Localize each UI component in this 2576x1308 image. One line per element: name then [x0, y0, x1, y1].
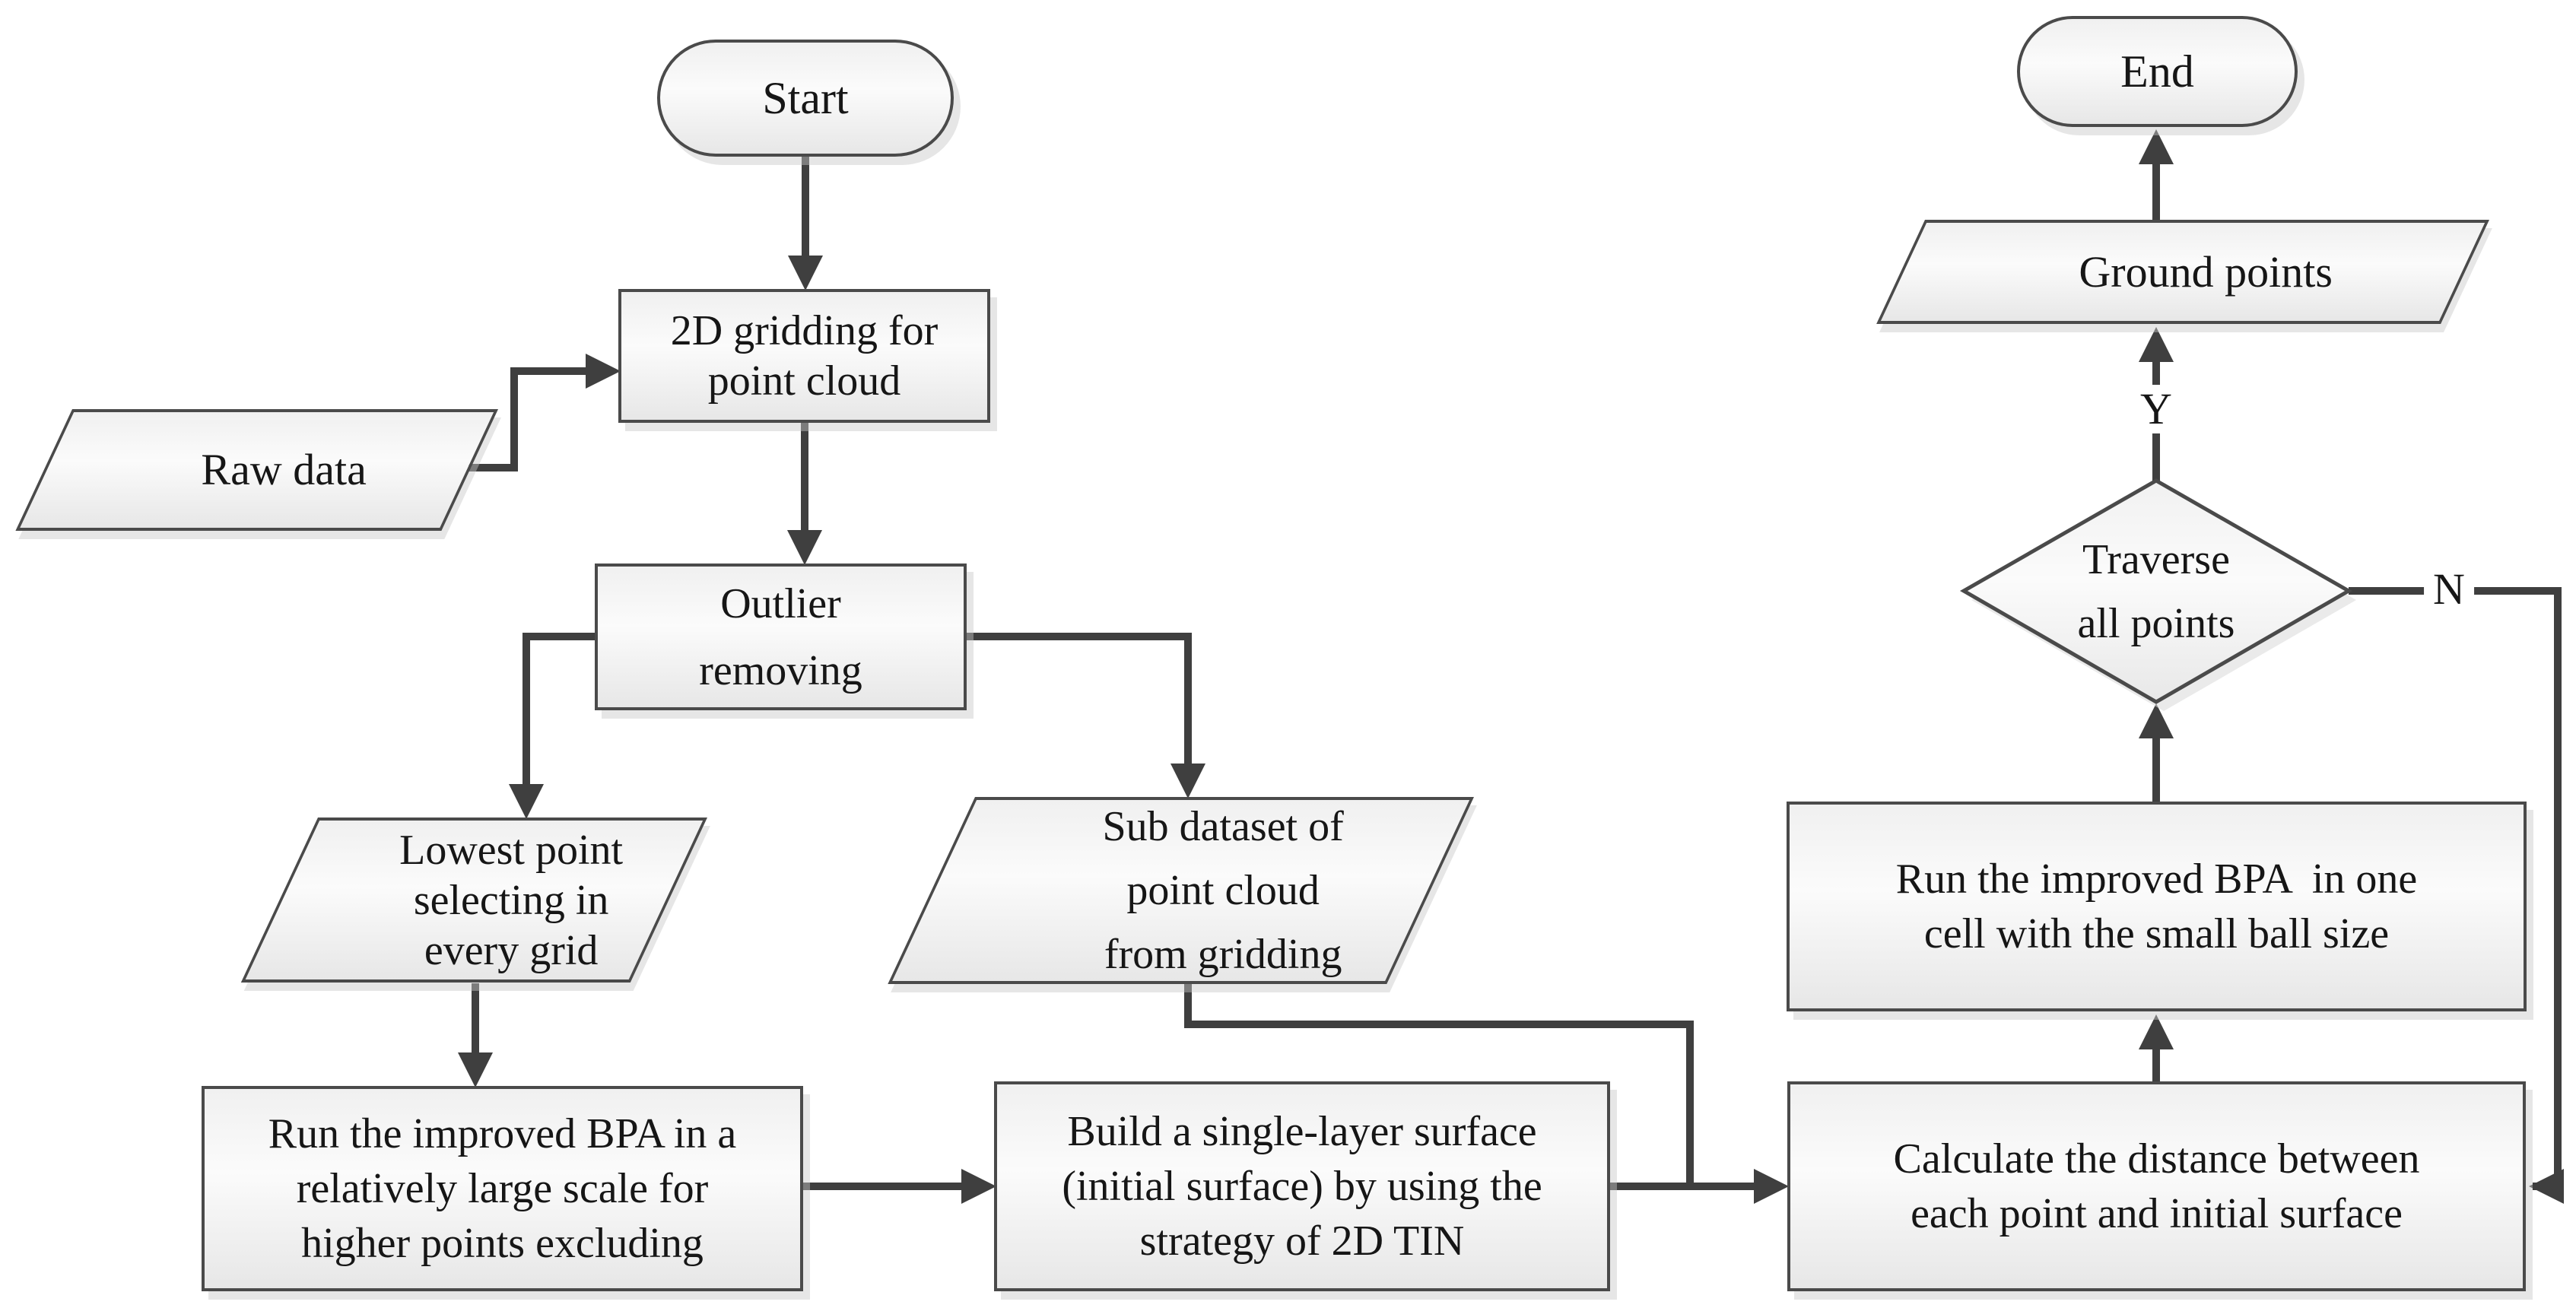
edge-label-no: N — [2424, 565, 2474, 614]
node-outlier-removing-process: Outlier removing — [595, 564, 967, 710]
edge-outlier-subdataset — [967, 633, 1192, 767]
arrowhead-down-icon — [788, 256, 823, 290]
node-text-line: strategy of 2D TIN — [1139, 1218, 1465, 1265]
node-text-line: every grid — [424, 926, 599, 974]
arrowhead-down-icon — [509, 784, 544, 819]
node-text-line: Run the improved BPA in a — [268, 1110, 737, 1157]
node-calc-distance-process: Calculate the distance between each poin… — [1787, 1081, 2526, 1291]
node-text-line: Sub dataset of — [1102, 803, 1344, 850]
node-text-line: Build a single-layer surface — [1067, 1108, 1537, 1155]
arrowhead-up-icon — [2139, 129, 2174, 164]
node-start-terminator: Start — [657, 40, 954, 157]
node-text-line: Traverse — [2082, 535, 2230, 583]
node-raw-data-parallelogram: Raw data — [15, 409, 499, 531]
decision-diamond-shape — [1959, 478, 2353, 704]
node-text-line: selecting in — [413, 876, 609, 924]
node-text-line: Raw data — [201, 445, 367, 494]
parallelogram-label: Raw data — [74, 412, 494, 528]
node-text-line: 2D gridding for — [670, 307, 939, 354]
node-text-line: point cloud — [707, 357, 901, 405]
arrowheads — [458, 129, 2564, 1204]
edge-rawdata-gridding — [469, 367, 587, 471]
arrowhead-down-icon — [458, 1052, 493, 1087]
arrowhead-down-icon — [787, 530, 822, 565]
node-text-line: higher points excluding — [301, 1220, 704, 1267]
node-text-line: relatively large scale for — [296, 1165, 709, 1212]
node-text-line: Lowest point — [399, 826, 624, 874]
arrowhead-up-icon — [2139, 703, 2174, 738]
arrowhead-right-icon — [586, 354, 621, 389]
node-2d-gridding-process: 2D gridding for point cloud — [618, 289, 990, 423]
arrowhead-down-icon — [1170, 764, 1205, 798]
node-text-line: End — [2120, 46, 2194, 97]
arrowhead-left-icon — [2529, 1169, 2564, 1204]
node-text-line: each point and initial surface — [1911, 1190, 2403, 1237]
node-text-line: Start — [762, 73, 849, 123]
parallelogram-label: Sub dataset of point cloud from gridding — [977, 800, 1469, 981]
parallelogram-label: Lowest point selecting in every grid — [319, 821, 703, 979]
node-text-line: Run the improved BPA in one — [1895, 856, 2418, 903]
parallelogram-label: Ground points — [1926, 223, 2485, 321]
node-text-line: from gridding — [1104, 931, 1342, 978]
node-ground-points-parallelogram: Ground points — [1876, 220, 2489, 324]
node-traverse-decision-label: Traverse all points — [1964, 481, 2349, 702]
edge-subdataset-calcdistance — [1184, 984, 1694, 1186]
node-text-line: Calculate the distance between — [1893, 1135, 2420, 1183]
node-run-bpa-small-process: Run the improved BPA in one cell with th… — [1787, 802, 2527, 1011]
node-text-line: (initial surface) by using the — [1062, 1163, 1542, 1210]
arrowhead-right-icon — [961, 1169, 996, 1204]
node-run-bpa-large-process: Run the improved BPA in a relatively lar… — [202, 1086, 803, 1291]
edge-label-yes: Y — [2131, 385, 2181, 433]
node-text-line: Ground points — [2079, 246, 2333, 297]
node-lowest-point-parallelogram: Lowest point selecting in every grid — [240, 818, 707, 983]
node-build-surface-process: Build a single-layer surface (initial su… — [994, 1081, 1610, 1291]
arrowhead-right-icon — [1754, 1169, 1789, 1204]
node-text-line: point cloud — [1126, 867, 1320, 914]
node-end-terminator: End — [2017, 16, 2298, 127]
arrowhead-up-icon — [2139, 1014, 2174, 1049]
node-text-line: removing — [699, 646, 862, 694]
node-text-line: all points — [2077, 599, 2235, 647]
node-text-line: cell with the small ball size — [1923, 910, 2390, 957]
node-text-line: Outlier — [720, 579, 841, 627]
node-sub-dataset-parallelogram: Sub dataset of point cloud from gridding — [888, 797, 1474, 984]
edge-outlier-lowest — [523, 633, 595, 787]
arrowhead-up-icon — [2139, 327, 2174, 362]
